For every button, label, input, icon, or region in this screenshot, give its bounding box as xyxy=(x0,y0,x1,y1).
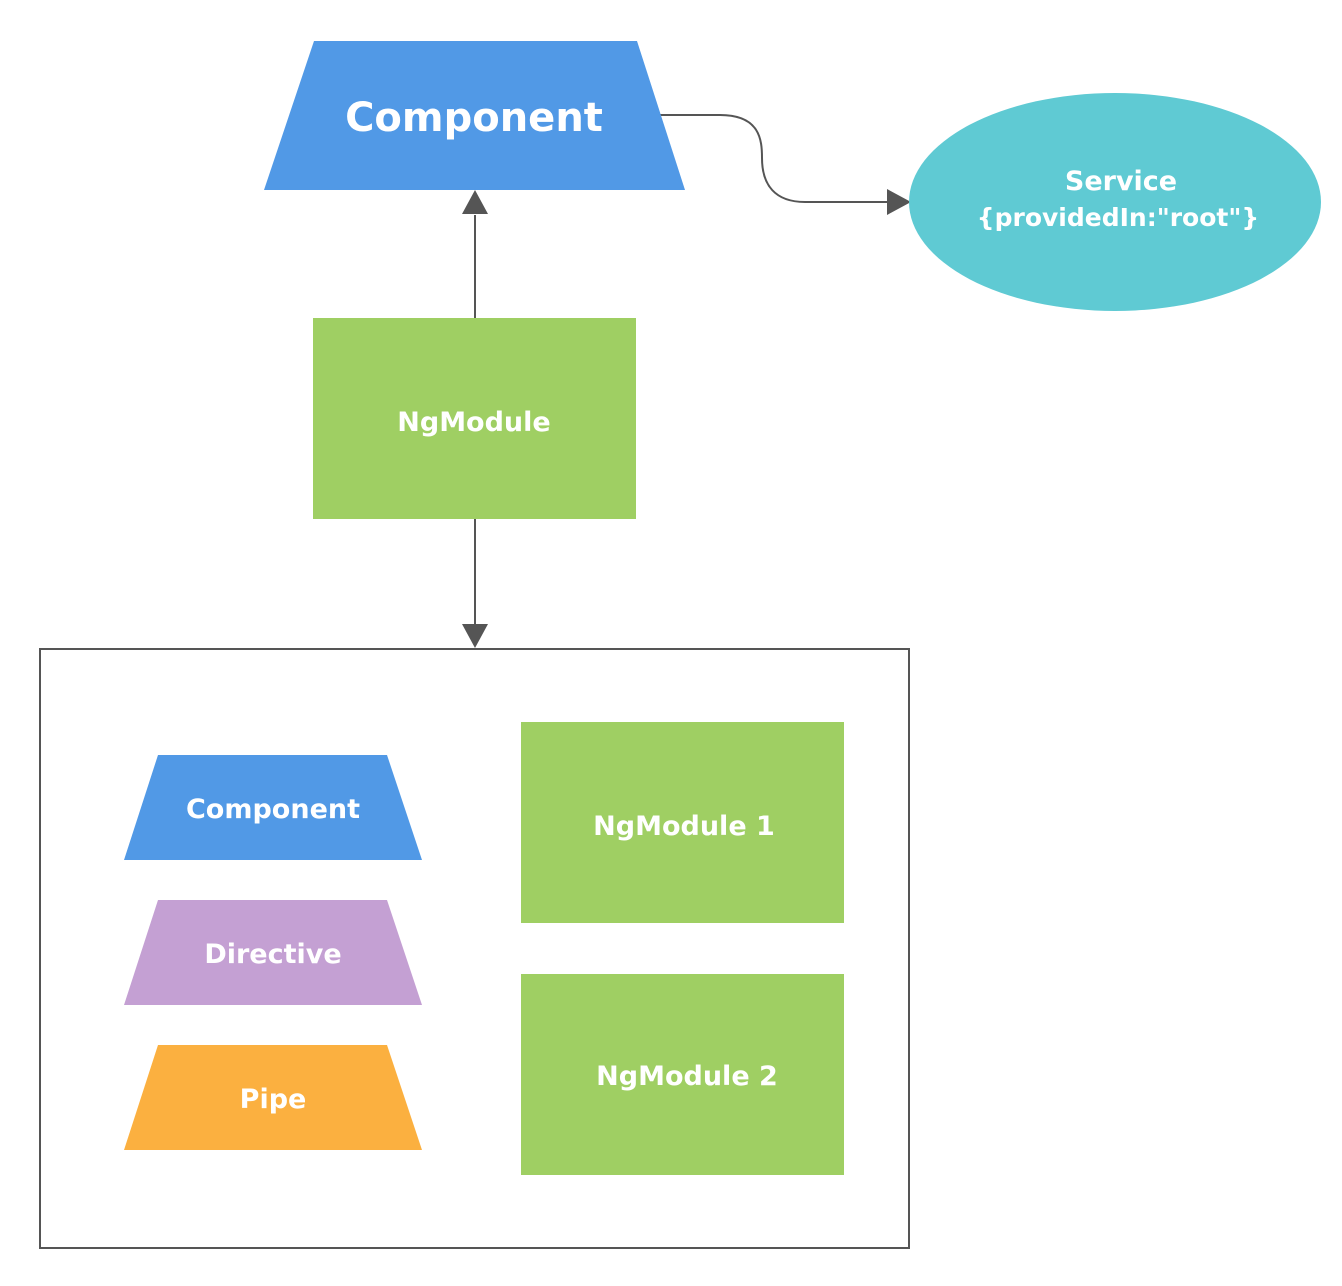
top-component-label: Component xyxy=(345,95,603,141)
declaration-pipe-shape xyxy=(124,1045,422,1150)
declaration-component-shape xyxy=(124,755,422,860)
service-node[interactable]: Service {providedIn:"root"} xyxy=(909,93,1321,311)
service-label-line1: Service xyxy=(1065,166,1177,197)
service-shape xyxy=(909,93,1321,311)
edge-component-to-service xyxy=(660,114,888,203)
import-ngmodule-2-shape xyxy=(521,974,844,1175)
import-ngmodule-1-shape xyxy=(521,722,844,923)
arrowhead-down-icon xyxy=(462,624,488,648)
import-ngmodule-1-node[interactable]: NgModule 1 xyxy=(521,722,844,923)
import-ngmodule-2-label: NgModule 2 xyxy=(596,1061,778,1092)
declaration-directive-node[interactable]: Directive xyxy=(124,900,422,1005)
import-ngmodule-2-node[interactable]: NgModule 2 xyxy=(521,974,844,1175)
declaration-pipe-node[interactable]: Pipe xyxy=(124,1045,422,1150)
declaration-component-node[interactable]: Component xyxy=(124,755,422,860)
declaration-component-label: Component xyxy=(186,794,360,825)
declaration-directive-shape xyxy=(124,900,422,1005)
top-component-node[interactable]: Component xyxy=(264,41,685,190)
declaration-directive-label: Directive xyxy=(204,939,341,970)
ngmodule-label: NgModule xyxy=(397,407,550,438)
top-component-shape xyxy=(264,41,685,190)
module-contents-container xyxy=(39,648,910,1249)
ngmodule-shape xyxy=(313,318,636,519)
declaration-pipe-label: Pipe xyxy=(240,1084,307,1115)
arrowhead-right-icon xyxy=(887,189,911,215)
service-label-line2: {providedIn:"root"} xyxy=(977,203,1259,232)
import-ngmodule-1-label: NgModule 1 xyxy=(593,811,775,842)
ngmodule-node[interactable]: NgModule xyxy=(313,318,636,519)
arrowhead-up-icon xyxy=(462,190,488,214)
